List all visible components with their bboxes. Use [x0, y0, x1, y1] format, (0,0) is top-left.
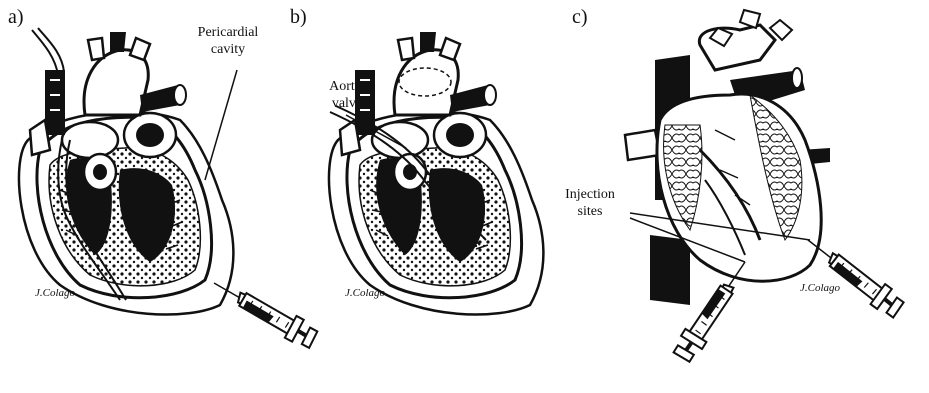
- panel-c-heart: [625, 10, 912, 369]
- signature-b: J.Colago: [345, 285, 385, 302]
- injection-sites-label: Injection sites: [555, 186, 625, 220]
- signature-a: J.Colago: [35, 285, 75, 302]
- aortic-valve-label: Aortic valve: [317, 78, 377, 112]
- panel-label-a: a): [8, 6, 24, 29]
- signature-c: J.Colago: [800, 280, 840, 297]
- panel-b-heart: [329, 32, 543, 315]
- pericardial-cavity-leader: [205, 70, 237, 180]
- panel-label-b: b): [290, 6, 307, 29]
- pericardial-cavity-label: Pericardial cavity: [190, 24, 266, 58]
- syringe-a: [204, 283, 322, 349]
- panel-label-c: c): [572, 6, 588, 29]
